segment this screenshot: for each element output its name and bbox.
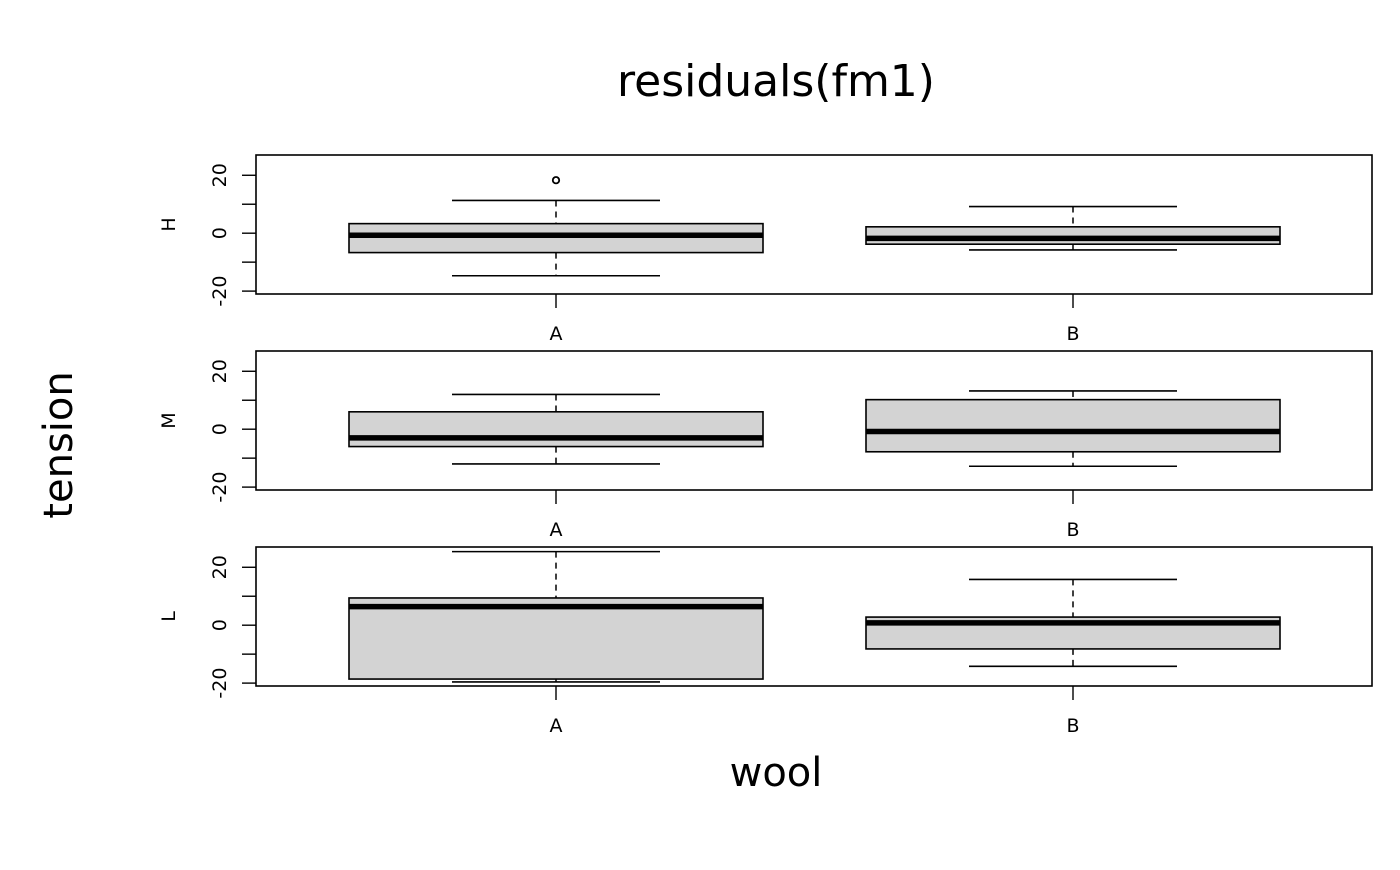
panel-label-L: L	[158, 611, 180, 622]
x-tick-label: B	[1066, 715, 1079, 737]
iqr-box	[348, 597, 764, 680]
y-tick-label: 20	[209, 163, 231, 187]
box-H-A	[348, 176, 764, 277]
panel-label-H: H	[158, 217, 180, 231]
panel-L: -20 0 20L A B	[158, 546, 1373, 737]
iqr-box	[348, 411, 764, 448]
y-tick-label: -20	[209, 276, 231, 307]
x-tick-label: B	[1066, 519, 1079, 541]
panel-H: -20 0 20H A B	[158, 154, 1373, 345]
y-tick-label: 0	[209, 227, 231, 239]
y-tick-label: -20	[209, 668, 231, 699]
x-tick-label: B	[1066, 323, 1079, 345]
panel-frame	[255, 350, 1373, 491]
box-H-B	[865, 205, 1281, 251]
box-M-B	[865, 390, 1281, 468]
x-axis-label: wool	[730, 750, 823, 796]
panel-label-M: M	[158, 412, 180, 428]
box-M-A	[348, 393, 764, 465]
y-tick-label: 0	[209, 619, 231, 631]
box-L-A	[348, 550, 764, 683]
y-tick-label: -20	[209, 472, 231, 503]
iqr-box	[348, 222, 764, 254]
panel-frame	[255, 546, 1373, 687]
box-L-B	[865, 578, 1281, 668]
outlier-point	[551, 176, 561, 185]
panel-M: -20 0 20M A B	[158, 350, 1373, 541]
x-tick-label: A	[550, 323, 563, 345]
y-tick-label: 0	[209, 423, 231, 435]
iqr-box	[865, 398, 1281, 453]
x-tick-label: A	[550, 715, 563, 737]
y-tick-label: 20	[209, 359, 231, 383]
chart-title: residuals(fm1)	[617, 56, 935, 107]
x-tick-label: A	[550, 519, 563, 541]
y-axis-label: tension	[36, 371, 82, 518]
panel-frame	[255, 154, 1373, 295]
iqr-box	[865, 226, 1281, 245]
y-tick-label: 20	[209, 555, 231, 579]
